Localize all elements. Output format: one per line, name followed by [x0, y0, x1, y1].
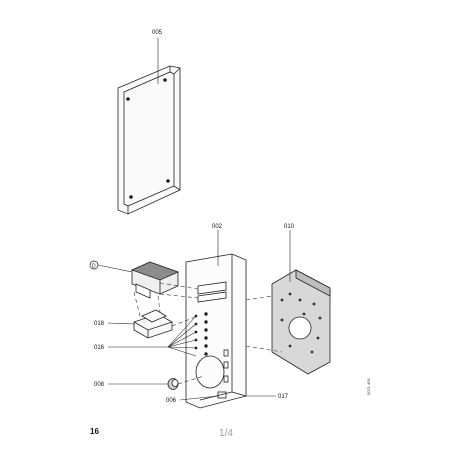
part-010-insulation — [271, 269, 331, 375]
page-indicator: 1/4 — [219, 428, 233, 439]
leaders-016 — [108, 315, 197, 357]
part-d-housing — [130, 261, 180, 299]
assembly-dashed-lines — [133, 282, 283, 385]
page-number: 16 — [90, 427, 99, 436]
part-008-knob — [167, 378, 179, 390]
part-005-frame — [117, 65, 181, 215]
label-002: 002 — [212, 224, 223, 230]
label-008: 008 — [94, 382, 105, 388]
label-016: 016 — [94, 345, 105, 351]
part-002-panel — [185, 253, 247, 409]
label-018: 018 — [94, 321, 105, 327]
label-017: 017 — [278, 394, 289, 400]
leader-d — [97, 264, 133, 273]
label-005: 005 — [152, 30, 163, 36]
part-018-tray — [133, 309, 173, 339]
leader-018 — [107, 322, 135, 325]
label-d: D — [92, 264, 96, 270]
side-reference-code: 5071 405 — [366, 378, 371, 395]
label-006: 006 — [166, 398, 177, 404]
label-010: 010 — [284, 224, 295, 230]
leader-006 — [179, 395, 219, 401]
